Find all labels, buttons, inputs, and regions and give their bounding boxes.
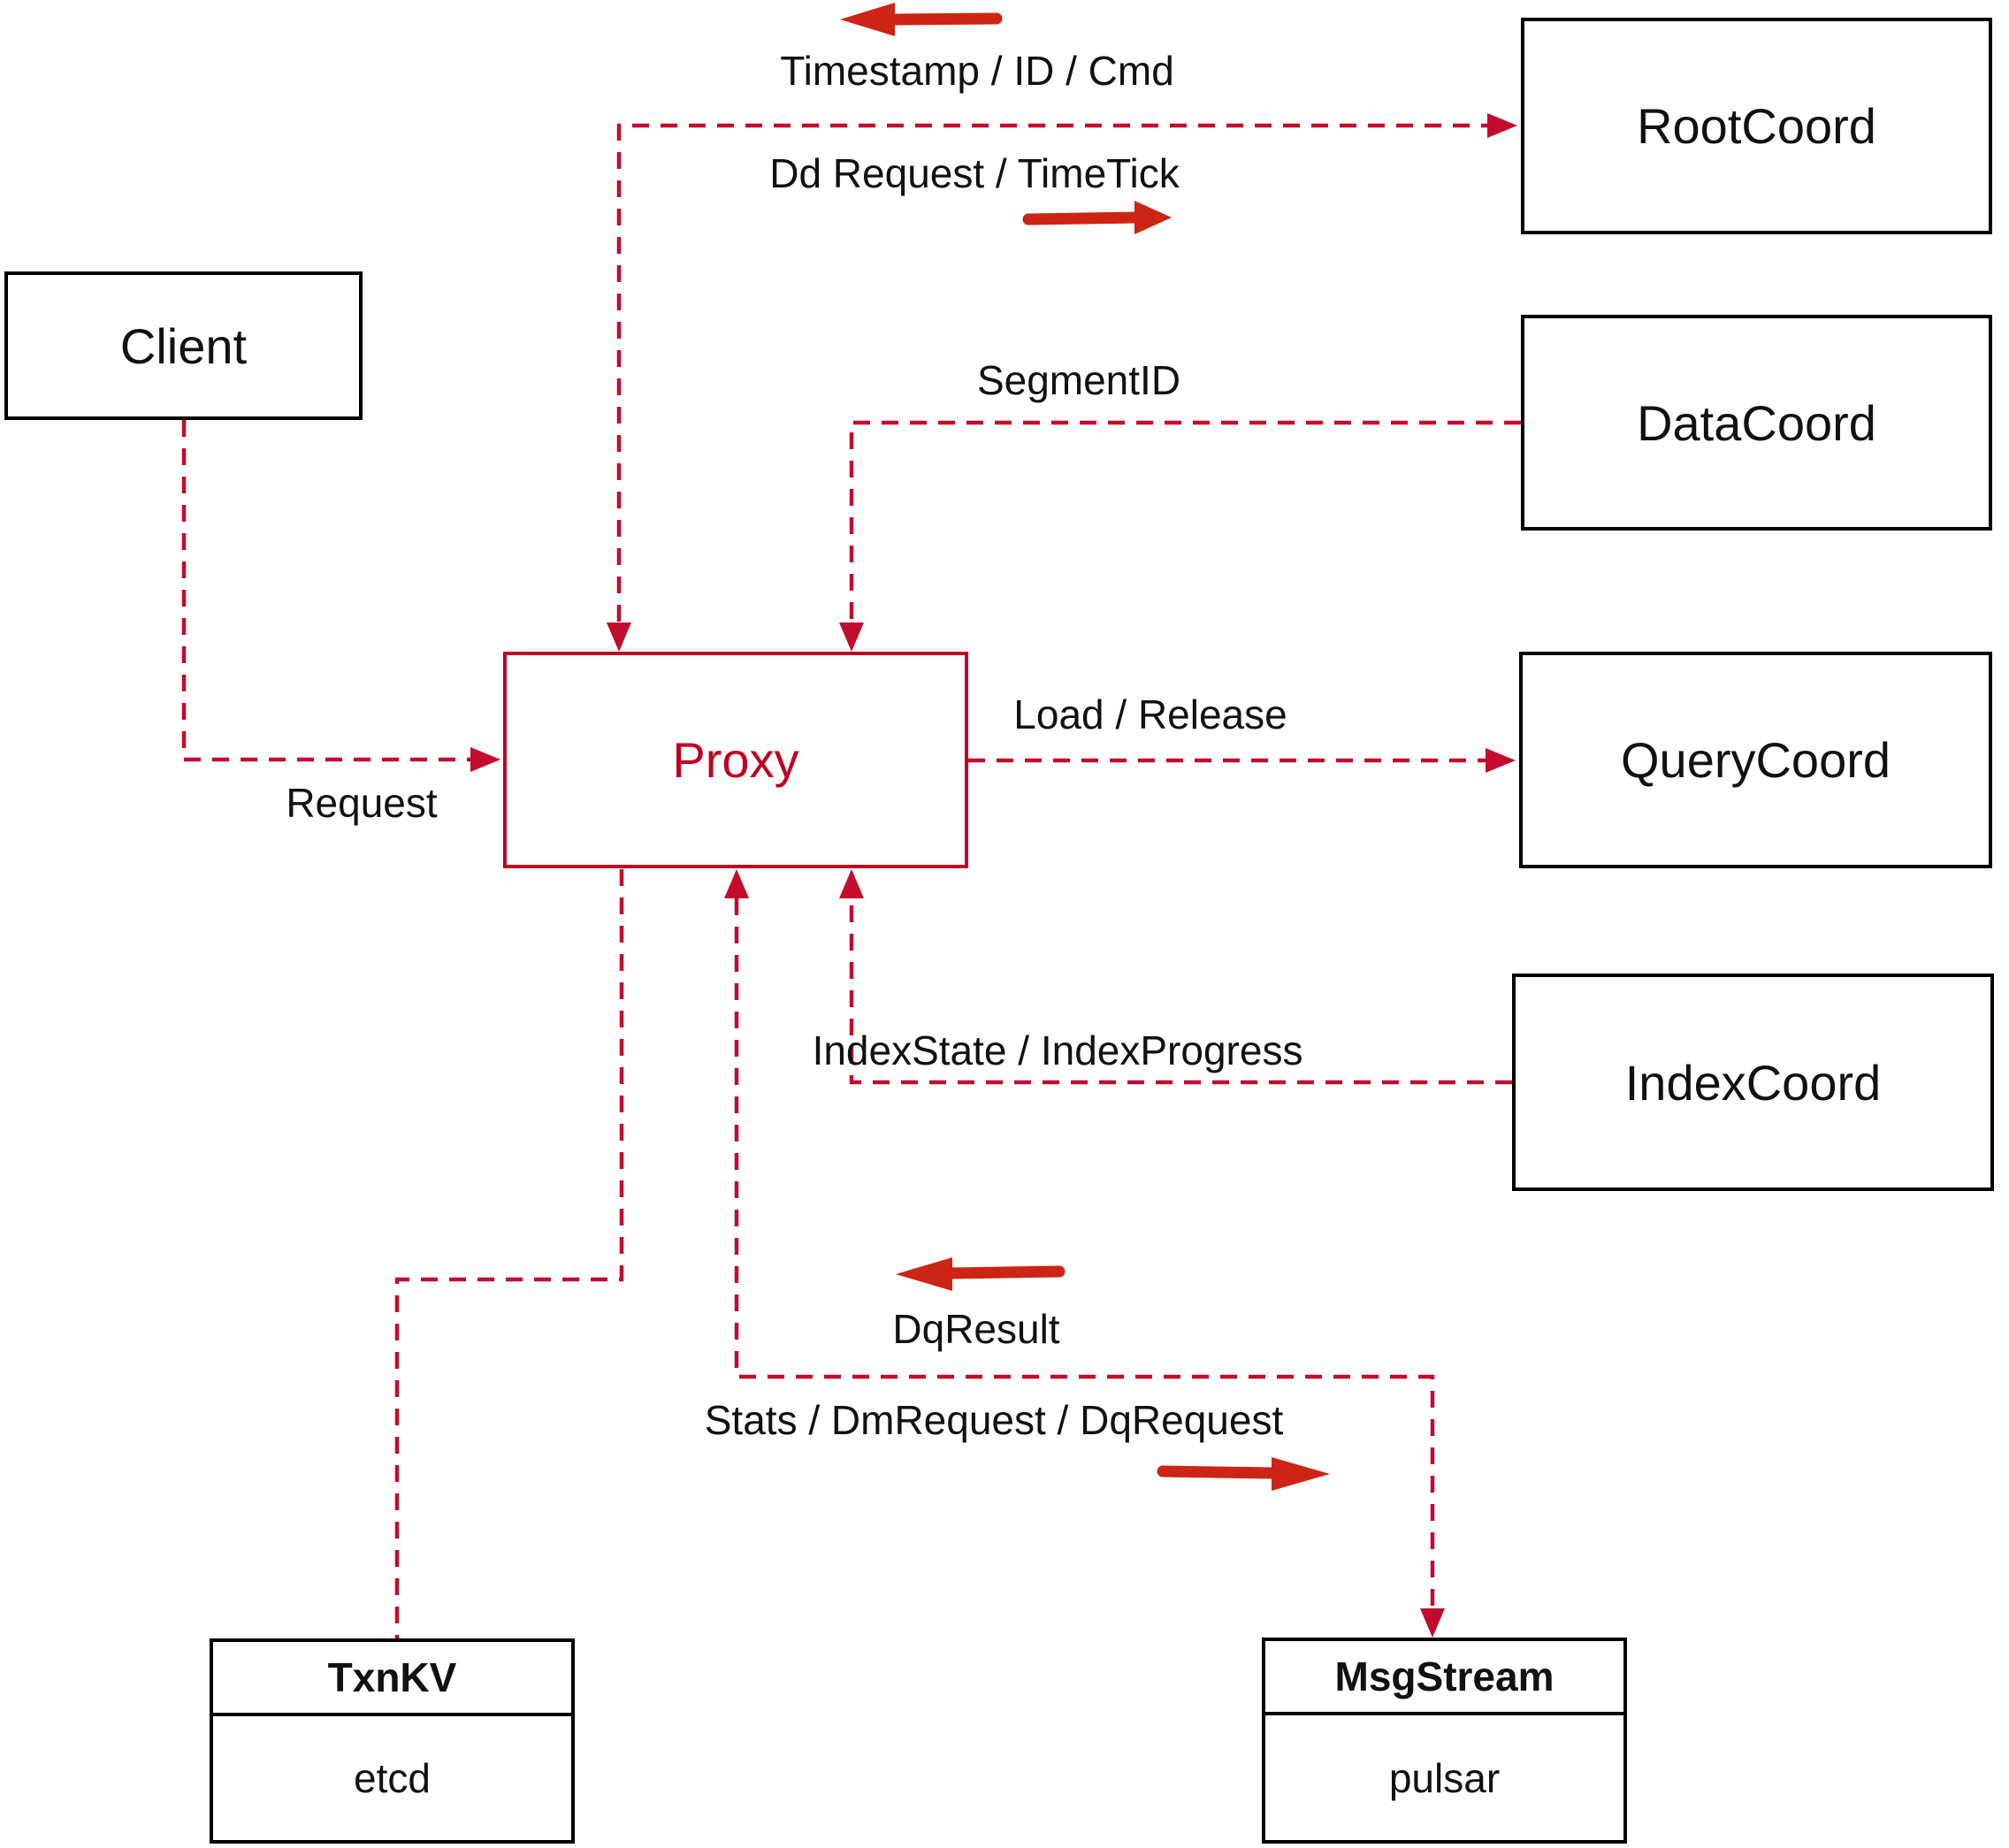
node-indexcoord: IndexCoord: [1512, 974, 1994, 1191]
arrowhead-into-proxy-top-left: [607, 622, 631, 652]
arrowhead-into-rootcoord: [1487, 113, 1517, 138]
node-proxy: Proxy: [503, 652, 968, 868]
edge-rootcoord-proxy: [616, 123, 1487, 622]
edge-indexcoord-proxy: [849, 898, 1512, 1085]
arrowhead-into-proxy-bottom-right: [839, 869, 864, 898]
arrow-left-icon: [896, 1257, 1066, 1291]
arrowhead-into-proxy-bottom-left: [724, 869, 749, 898]
edge-client-proxy: [181, 420, 470, 762]
node-querycoord: QueryCoord: [1519, 652, 1992, 868]
edge-label-indexstate-indexprogress: IndexState / IndexProgress: [812, 1027, 1303, 1073]
arrow-right-icon: [1022, 201, 1172, 234]
arrowhead-into-proxy-top-right: [839, 622, 864, 652]
edge-datacoord-proxy: [849, 420, 1521, 622]
txnkv-impl: etcd: [354, 1755, 431, 1801]
node-datacoord: DataCoord: [1521, 315, 1992, 531]
txnkv-title: TxnKV: [213, 1642, 571, 1716]
node-txnkv: TxnKV etcd: [210, 1638, 575, 1844]
edge-label-stats-dmrequest-dqrequest: Stats / DmRequest / DqRequest: [704, 1397, 1284, 1443]
edge-label-request: Request: [286, 780, 438, 826]
edge-label-timestamp-id-cmd: Timestamp / ID / Cmd: [780, 48, 1174, 94]
node-datacoord-label: DataCoord: [1637, 394, 1876, 451]
node-rootcoord: RootCoord: [1521, 18, 1992, 234]
arrowhead-into-msgstream: [1420, 1608, 1445, 1638]
arrow-left-icon: [840, 3, 1003, 36]
node-client: Client: [4, 271, 363, 420]
edge-label-dd-request-timetick: Dd Request / TimeTick: [769, 150, 1180, 196]
node-client-label: Client: [119, 317, 248, 374]
node-querycoord-label: QueryCoord: [1620, 732, 1891, 788]
edge-label-load-release: Load / Release: [1013, 691, 1287, 737]
arrow-right-icon: [1157, 1457, 1330, 1491]
node-indexcoord-label: IndexCoord: [1624, 1054, 1882, 1111]
node-rootcoord-label: RootCoord: [1637, 98, 1876, 154]
arrowhead-into-proxy-left: [470, 747, 500, 772]
msgstream-title: MsgStream: [1265, 1641, 1623, 1715]
edge-label-segmentid: SegmentID: [976, 357, 1181, 403]
node-proxy-label: Proxy: [672, 732, 799, 788]
node-msgstream: MsgStream pulsar: [1262, 1638, 1627, 1844]
edge-proxy-txnkv: [394, 869, 624, 1638]
edge-label-dqresult: DqResult: [892, 1306, 1060, 1352]
arrowhead-into-querycoord: [1486, 748, 1516, 773]
msgstream-impl: pulsar: [1388, 1754, 1501, 1801]
edge-proxy-msgstream: [734, 898, 1435, 1608]
